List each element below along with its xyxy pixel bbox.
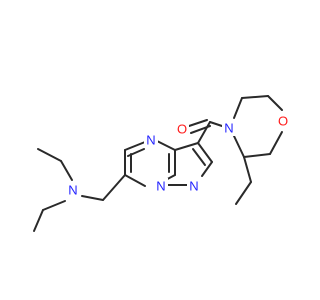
bond-ring-ch2-linker	[102, 174, 126, 201]
atom-o-carbonyl: O	[175, 121, 189, 137]
bond-n-ring6-c3a	[156, 140, 176, 151]
atom-n-ring6: N	[144, 132, 158, 148]
bond-upper-ch2-ch3	[37, 148, 62, 162]
bond-o-morpholine-c-bottom-right	[269, 131, 283, 155]
molecule-structure-diagram: N N N N N O O	[33, 95, 290, 232]
bond-n-amine-upper-ch2	[60, 160, 73, 181]
atom-o-morpholine: O	[276, 113, 290, 129]
atom-n-amine-label: N	[68, 183, 77, 198]
bond-c-top-c-top-right	[241, 95, 269, 99]
bond-c3-c2p-double	[192, 148, 206, 166]
bond-c-top-right-o-morpholine	[267, 95, 283, 111]
atom-n-bridge: N	[154, 178, 168, 194]
atom-n-pyrazole: N	[187, 178, 201, 194]
bond-c2p-n-pyrazole	[201, 161, 213, 177]
bond-ch2-n-amine	[81, 195, 104, 201]
bond-n-bridge-c1	[124, 174, 146, 187]
bond-c-ethyl-n-morpholine	[233, 135, 245, 158]
bond-c3-c2p	[197, 142, 213, 163]
atom-n-pyrazole-label: N	[189, 179, 198, 194]
bonds-layer	[33, 95, 283, 232]
atom-n-ring6-label: N	[146, 133, 155, 148]
bond-ethyl-ch2	[243, 156, 252, 183]
atom-o-carbonyl-label: O	[177, 122, 187, 137]
bond-n-amine-lower-ch2	[42, 200, 66, 211]
bond-ethyl-ch3	[235, 181, 252, 205]
atom-n-morpholine: N	[222, 120, 236, 136]
bond-c3a-c3	[174, 142, 199, 151]
atom-n-bridge-label: N	[156, 179, 165, 194]
bond-n-morpholine-c-top	[233, 97, 243, 119]
bond-lower-ch2-ch3	[33, 209, 44, 232]
atom-o-morpholine-label: O	[278, 114, 288, 129]
bond-carbonyl-oxygen-double	[190, 125, 211, 134]
bond-c4-n-ring6	[124, 141, 146, 151]
atom-labels-layer: N N N N N O O	[66, 113, 290, 198]
bond-c-bottom-right-c-ethyl	[243, 153, 271, 158]
atom-n-amine: N	[66, 182, 80, 198]
atom-n-morpholine-label: N	[224, 121, 233, 136]
bond-c3-carbonyl	[197, 121, 211, 144]
bond-carbonyl-oxygen	[188, 119, 208, 127]
bond-carbonyl-n-morpholine	[209, 121, 223, 127]
